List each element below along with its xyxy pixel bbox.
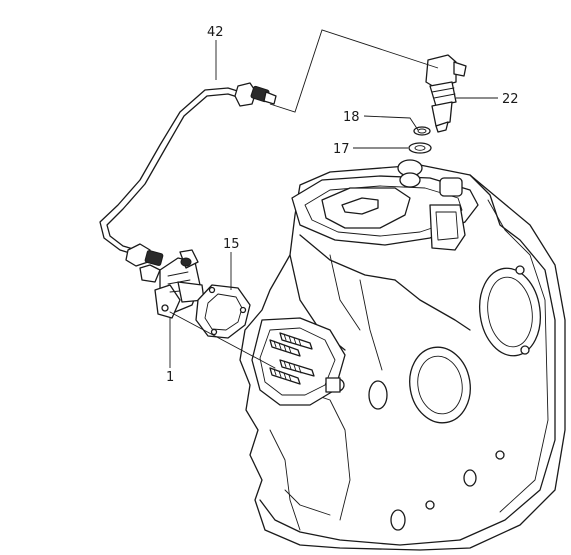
washer-17 xyxy=(408,142,432,154)
callout-42: 42 xyxy=(207,25,224,40)
callout-22: 22 xyxy=(502,92,519,107)
leader-lines xyxy=(169,29,498,368)
injection-pump xyxy=(139,249,205,319)
callout-15: 15 xyxy=(223,237,240,252)
engine-block xyxy=(239,159,566,551)
gasket xyxy=(195,284,251,339)
callout-1: 1 xyxy=(166,370,174,385)
callout-17: 17 xyxy=(333,142,350,157)
injection-pipe xyxy=(99,82,277,267)
callout-18: 18 xyxy=(343,110,360,125)
washer-18 xyxy=(413,126,431,136)
mounting-studs xyxy=(269,332,315,385)
injector-nozzle xyxy=(425,54,467,133)
alignment-line xyxy=(169,311,276,369)
